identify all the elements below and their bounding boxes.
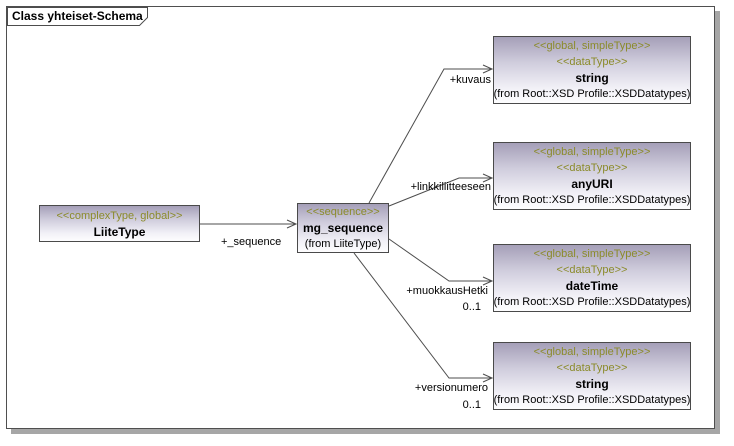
- multiplicity-label-muokkaushetki: 0..1: [462, 301, 481, 313]
- class-origin: (from Root::XSD Profile::XSDDatatypes): [493, 194, 691, 206]
- connector-kuvaus: [368, 68, 492, 204]
- stereotype-label: <<global, simpleType>>: [533, 40, 651, 52]
- class-origin: (from LiiteType): [304, 238, 382, 250]
- class-name: string: [575, 71, 609, 85]
- class-name: string: [575, 377, 609, 391]
- class-name: anyURI: [571, 177, 613, 191]
- role-label-muokkaushetki: +muokkausHetki: [406, 285, 488, 297]
- class-origin: (from Root::XSD Profile::XSDDatatypes): [493, 88, 691, 100]
- diagram-frame: Class yhteiset-Schema <<complexType, glo…: [6, 6, 715, 429]
- connector-versionumero: [353, 252, 492, 379]
- diagram-title: Class yhteiset-Schema: [12, 9, 143, 23]
- class-origin: (from Root::XSD Profile::XSDDatatypes): [493, 296, 691, 308]
- class-box-datatype-datetime[interactable]: <<global, simpleType>> <<dataType>> date…: [493, 244, 691, 312]
- connector-muokkausHetki: [388, 238, 492, 282]
- arrowhead-open: [482, 373, 494, 383]
- connector-layer: [7, 7, 494, 383]
- class-box-datatype-string-1[interactable]: <<global, simpleType>> <<dataType>> stri…: [493, 36, 691, 104]
- class-name: LiiteType: [93, 224, 146, 239]
- stereotype-label: <<dataType>>: [556, 162, 628, 174]
- stereotype-label: <<global, simpleType>>: [533, 146, 651, 158]
- role-label-versionumero: +versionumero: [414, 382, 488, 394]
- stereotype-label: <<dataType>>: [556, 362, 628, 374]
- role-label-linkkiliitteeseen: +linkkiliitteeseen: [410, 181, 491, 193]
- class-origin: (from Root::XSD Profile::XSDDatatypes): [493, 394, 691, 406]
- arrowhead-open: [482, 64, 494, 74]
- stereotype-label: <<dataType>>: [556, 264, 628, 276]
- class-box-datatype-anyuri[interactable]: <<global, simpleType>> <<dataType>> anyU…: [493, 142, 691, 210]
- stereotype-label: <<sequence>>: [306, 206, 380, 218]
- arrowhead-open: [482, 173, 494, 183]
- class-box-datatype-string-2[interactable]: <<global, simpleType>> <<dataType>> stri…: [493, 342, 691, 410]
- multiplicity-label-versionumero: 0..1: [462, 399, 481, 411]
- stereotype-label: <<global, simpleType>>: [533, 346, 651, 358]
- stereotype-label: <<global, simpleType>>: [533, 248, 651, 260]
- class-box-liitetype[interactable]: <<complexType, global>> LiiteType: [39, 205, 200, 242]
- arrowhead-open: [482, 276, 494, 286]
- arrowhead-open: [286, 219, 298, 229]
- role-label-kuvaus: +kuvaus: [449, 74, 491, 86]
- class-box-mg-sequence[interactable]: <<sequence>> mg_sequence (from LiiteType…: [297, 203, 389, 253]
- frame-tab: [7, 7, 148, 26]
- stereotype-label: <<complexType, global>>: [56, 209, 183, 222]
- class-name: dateTime: [565, 279, 619, 293]
- connector-linkkiliitteeseen: [388, 177, 492, 207]
- role-label-sequence: +_sequence: [221, 236, 282, 248]
- class-name: mg_sequence: [302, 221, 384, 235]
- stereotype-label: <<dataType>>: [556, 56, 628, 68]
